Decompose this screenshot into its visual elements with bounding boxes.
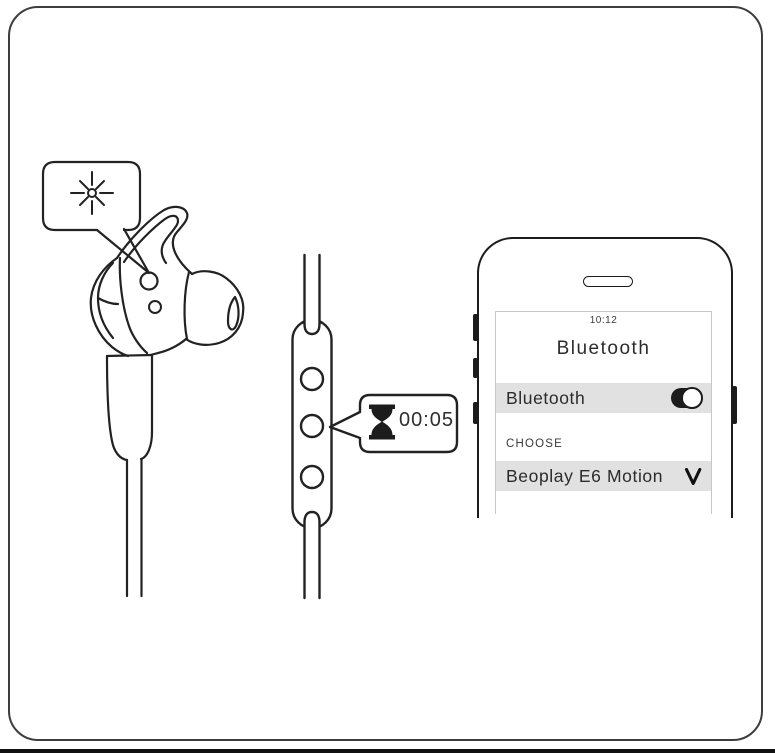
page-bottom-edge <box>0 749 775 753</box>
earbud-tip-opening <box>226 295 240 331</box>
earbud-wing-inner-line <box>122 214 180 265</box>
light-callout-tail <box>95 227 151 275</box>
inline-remote-illustration <box>291 253 459 600</box>
selected-checkmark-icon <box>684 468 702 485</box>
remote-volume-up-button <box>299 366 325 392</box>
screen-title: Bluetooth <box>556 338 651 359</box>
remote-cable-bottom-flare <box>303 510 321 524</box>
phone-speaker <box>583 276 633 287</box>
remote-capsule <box>291 318 333 530</box>
status-time: 10:12 <box>589 315 618 326</box>
earbud-body-bottom-line <box>149 337 188 357</box>
earbud-tip-outline <box>184 270 245 346</box>
bluetooth-toggle <box>671 387 703 409</box>
remote-volume-down-button <box>299 464 325 490</box>
cable-mask-bottom <box>305 515 319 598</box>
earbud-tip-junction-line <box>183 270 191 341</box>
light-callout-bubble <box>41 160 142 232</box>
cable-mask-top <box>305 253 319 333</box>
device-name: Beoplay E6 Motion <box>506 466 664 486</box>
bluetooth-label: Bluetooth <box>506 388 586 408</box>
bluetooth-row: Bluetooth <box>496 383 711 413</box>
phone-side-button-mute <box>473 314 478 341</box>
phone-side-button-volume-up <box>473 358 478 378</box>
phone-side-button-power <box>732 386 737 424</box>
remote-cable-top-flare <box>303 322 321 336</box>
remote-cable-top <box>303 253 321 326</box>
remote-cable-bottom <box>303 520 321 600</box>
earbud-illustration <box>41 160 245 598</box>
status-indicator-led <box>139 271 159 291</box>
earbud-hook-outer-line <box>89 256 130 358</box>
phone-side-button-volume-down <box>473 402 478 424</box>
earbud-stem-left <box>105 354 129 462</box>
phone-screen: 10:12 Bluetooth Bluetooth CHOOSE Beoplay… <box>495 311 712 514</box>
timer-callout-bubble <box>328 393 459 454</box>
earbud-stem-seam <box>105 353 154 358</box>
timer-value: 00:05 <box>399 409 455 431</box>
page-border <box>8 6 763 741</box>
device-row: Beoplay E6 Motion <box>496 461 711 491</box>
earbud-hook-fork-line <box>96 296 120 306</box>
blinking-light-icon <box>70 171 114 215</box>
earbud-wing-outline <box>115 205 194 276</box>
earbud-stem-right <box>139 353 154 461</box>
toggle-knob <box>681 387 703 409</box>
hourglass-icon <box>369 404 395 440</box>
earbud-faceplate-line <box>118 256 149 355</box>
choose-section-label: CHOOSE <box>506 438 564 450</box>
microphone-hole <box>148 300 162 314</box>
remote-center-button <box>299 413 325 439</box>
